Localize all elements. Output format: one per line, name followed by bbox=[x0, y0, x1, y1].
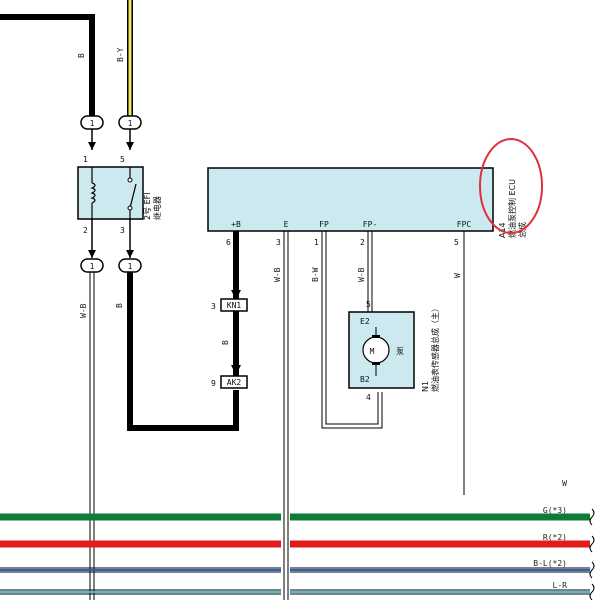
svg-text:KN1: KN1 bbox=[227, 301, 242, 310]
svg-text:1: 1 bbox=[90, 262, 95, 271]
label-wire-ecu-e: W-B bbox=[273, 267, 282, 282]
pump-term-top: E2 bbox=[360, 317, 370, 326]
pump-name-line1: 燃油表传感器总成（主） bbox=[430, 304, 440, 392]
bus-label-0: W bbox=[562, 479, 567, 488]
label-wire-b-top: B bbox=[77, 53, 86, 58]
label-wire-relay-out-left: W-B bbox=[79, 303, 88, 318]
wire-b-relay-to-ak2 bbox=[127, 272, 239, 431]
fuel-gauge-sender-assembly bbox=[348, 311, 415, 389]
bus-label-3: B-L(*2) bbox=[533, 559, 567, 568]
kn1-pin: 3 bbox=[211, 302, 216, 311]
relay-pin-5: 5 bbox=[120, 155, 125, 164]
label-wire-relay-out-right: B bbox=[115, 303, 124, 308]
pump-term-bottom: B2 bbox=[360, 375, 370, 384]
connector-mid-left: 1 bbox=[80, 258, 104, 273]
pump-pin-top: 5 bbox=[366, 300, 371, 309]
pump-code: N1 bbox=[421, 381, 430, 392]
svg-text:AK2: AK2 bbox=[227, 378, 242, 387]
connector-top-right: 1 bbox=[118, 115, 142, 130]
connector-ak2: AK2 bbox=[220, 375, 248, 389]
bus-label-2: R(*2) bbox=[543, 533, 567, 542]
label-wire-by: B-Y bbox=[116, 47, 125, 62]
relay-efi-no2 bbox=[77, 166, 144, 220]
label-wire-ecu-fp: B-W bbox=[311, 267, 320, 282]
wire-b-top bbox=[0, 14, 95, 118]
pump-pin-bottom: 4 bbox=[366, 393, 371, 402]
ecu-pin-0: 6 bbox=[226, 238, 231, 247]
svg-text:1: 1 bbox=[128, 119, 133, 128]
highlight-circle bbox=[479, 138, 543, 234]
ecu-pin-4: 5 bbox=[454, 238, 459, 247]
relay-pin-3: 3 bbox=[120, 226, 125, 235]
label-wire-ecu-fpm: W-B bbox=[357, 267, 366, 282]
relay-name-line1: 2号 EFI bbox=[143, 192, 152, 220]
connector-kn1: KN1 bbox=[220, 298, 248, 312]
bus-label-1: G(*3) bbox=[543, 506, 567, 515]
relay-name-line2: 继电器 bbox=[152, 196, 162, 220]
ak2-pin: 9 bbox=[211, 379, 216, 388]
svg-text:1: 1 bbox=[90, 119, 95, 128]
ecu-pin-3: 2 bbox=[360, 238, 365, 247]
ecu-name-line1: 燃油泵控制 ECU bbox=[507, 179, 517, 238]
ecu-terminal-3: FP- bbox=[363, 220, 377, 229]
ecu-terminal-2: FP bbox=[319, 220, 329, 229]
pump-label: 泵 bbox=[396, 347, 404, 356]
relay-pin-1: 1 bbox=[83, 155, 88, 164]
ecu-pin-2: 1 bbox=[314, 238, 319, 247]
relay-pin-2: 2 bbox=[83, 226, 88, 235]
bus-break-1 bbox=[589, 508, 595, 526]
bus-label-4: L-R bbox=[553, 581, 568, 590]
label-wire-ecu-fpc: W bbox=[453, 273, 462, 278]
ecu-terminal-1: E bbox=[284, 220, 289, 229]
svg-text:1: 1 bbox=[128, 262, 133, 271]
ecu-code: A14 bbox=[498, 222, 507, 238]
ecu-terminal-0: +B bbox=[231, 220, 241, 229]
bus-break-2 bbox=[589, 535, 595, 553]
ecu-fuel-pump-control bbox=[207, 167, 494, 232]
connector-mid-right: 1 bbox=[118, 258, 142, 273]
ecu-terminal-4: FPC bbox=[457, 220, 472, 229]
label-wire-ecu-b-mid: B bbox=[221, 340, 230, 345]
connector-top-left: 1 bbox=[80, 115, 104, 130]
pump-motor-label: M bbox=[370, 347, 375, 356]
ecu-pin-1: 3 bbox=[276, 238, 281, 247]
bus-break-4 bbox=[589, 583, 595, 600]
bus-break-3 bbox=[589, 561, 595, 579]
